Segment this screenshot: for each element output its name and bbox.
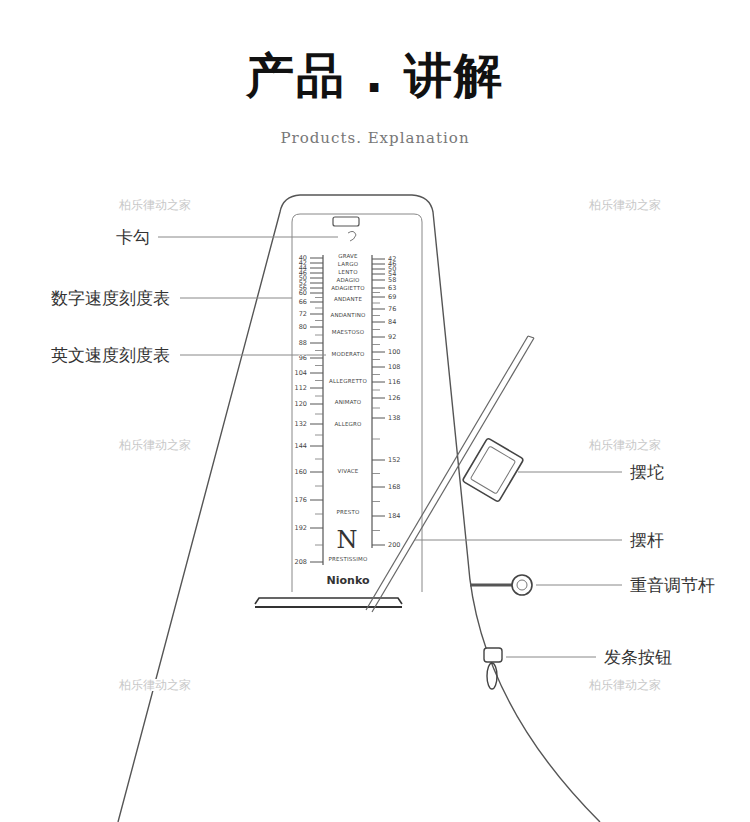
- tempo-term: LENTO: [338, 270, 357, 276]
- metronome-body: [118, 195, 600, 822]
- tempo-term: GRAVE: [338, 254, 358, 260]
- tempo-number: 76: [388, 306, 396, 313]
- watermark: 柏乐律动之家: [119, 679, 191, 691]
- tempo-number: 88: [299, 340, 307, 347]
- tempo-number: 58: [388, 277, 396, 284]
- tempo-number: 126: [388, 395, 400, 402]
- tempo-number: 66: [299, 299, 307, 306]
- tempo-number: 132: [295, 421, 307, 428]
- tempo-number: 112: [295, 385, 307, 392]
- tempo-number: 200: [388, 542, 400, 549]
- tempo-term: LARGO: [338, 262, 358, 268]
- tempo-term: VIVACE: [338, 469, 359, 475]
- tempo-number: 60: [299, 290, 307, 297]
- subtitle: Products. Explanation: [280, 131, 469, 146]
- tempo-term: ANIMATO: [335, 400, 362, 406]
- watermark: 柏乐律动之家: [119, 199, 191, 211]
- tempo-number: 176: [295, 497, 307, 504]
- tempo-term: ADAGIO: [337, 278, 360, 284]
- watermark: 柏乐律动之家: [589, 199, 661, 211]
- tempo-term: ALLEGRO: [334, 422, 361, 428]
- tempo-term: PRESTO: [337, 510, 360, 516]
- tempo-number: 108: [388, 364, 400, 371]
- watermark: 柏乐律动之家: [589, 439, 661, 451]
- tempo-term: ANDANTINO: [330, 313, 365, 319]
- tempo-number: 100: [388, 349, 400, 356]
- tempo-number: 160: [295, 469, 307, 476]
- tempo-number: 144: [295, 443, 307, 450]
- tempo-number: 192: [295, 525, 307, 532]
- tempo-term: PRESTISSIMO: [329, 557, 368, 563]
- part-label: 重音调节杆: [628, 576, 717, 595]
- page-title: 产品 . 讲解: [246, 51, 504, 99]
- tempo-term: ALLEGRETTO: [329, 379, 367, 385]
- tempo-number: 168: [388, 484, 400, 491]
- tempo-number: 80: [299, 324, 307, 331]
- part-label: 摆杆: [628, 531, 666, 550]
- accent-knob: [470, 575, 532, 595]
- tempo-term: MODERATO: [331, 352, 364, 358]
- part-label: 卡勾: [114, 228, 152, 247]
- tempo-number: 116: [388, 379, 400, 386]
- part-label: 摆坨: [628, 463, 666, 482]
- tempo-number: 63: [388, 285, 396, 292]
- pendulum-weight: [462, 438, 524, 502]
- tempo-number: 92: [388, 334, 396, 341]
- tempo-number: 104: [295, 370, 307, 377]
- tempo-number: 120: [295, 401, 307, 408]
- leader-lines: [158, 237, 622, 657]
- part-label: 英文速度刻度表: [49, 346, 172, 365]
- brand-name: Nionko: [327, 575, 370, 586]
- watermark: 柏乐律动之家: [589, 679, 661, 691]
- watermark: 柏乐律动之家: [119, 439, 191, 451]
- tempo-number: 84: [388, 319, 396, 326]
- tempo-scale-ticks: [310, 255, 385, 565]
- tempo-number: 96: [299, 355, 307, 362]
- brand-logo: N: [337, 528, 358, 552]
- tempo-number: 72: [299, 311, 307, 318]
- winding-key: [484, 648, 502, 689]
- tempo-number: 152: [388, 457, 400, 464]
- tempo-term: ANDANTE: [334, 297, 362, 303]
- part-label: 数字速度刻度表: [49, 289, 172, 308]
- tempo-number: 138: [388, 415, 400, 422]
- pendulum-rod: [366, 336, 534, 612]
- tempo-term: MAESTOSO: [332, 330, 365, 336]
- tempo-number: 208: [295, 559, 307, 566]
- tempo-number: 184: [388, 513, 400, 520]
- tempo-number: 69: [388, 294, 396, 301]
- part-label: 发条按钮: [602, 648, 674, 667]
- tempo-term: ADAGIETTO: [331, 286, 365, 292]
